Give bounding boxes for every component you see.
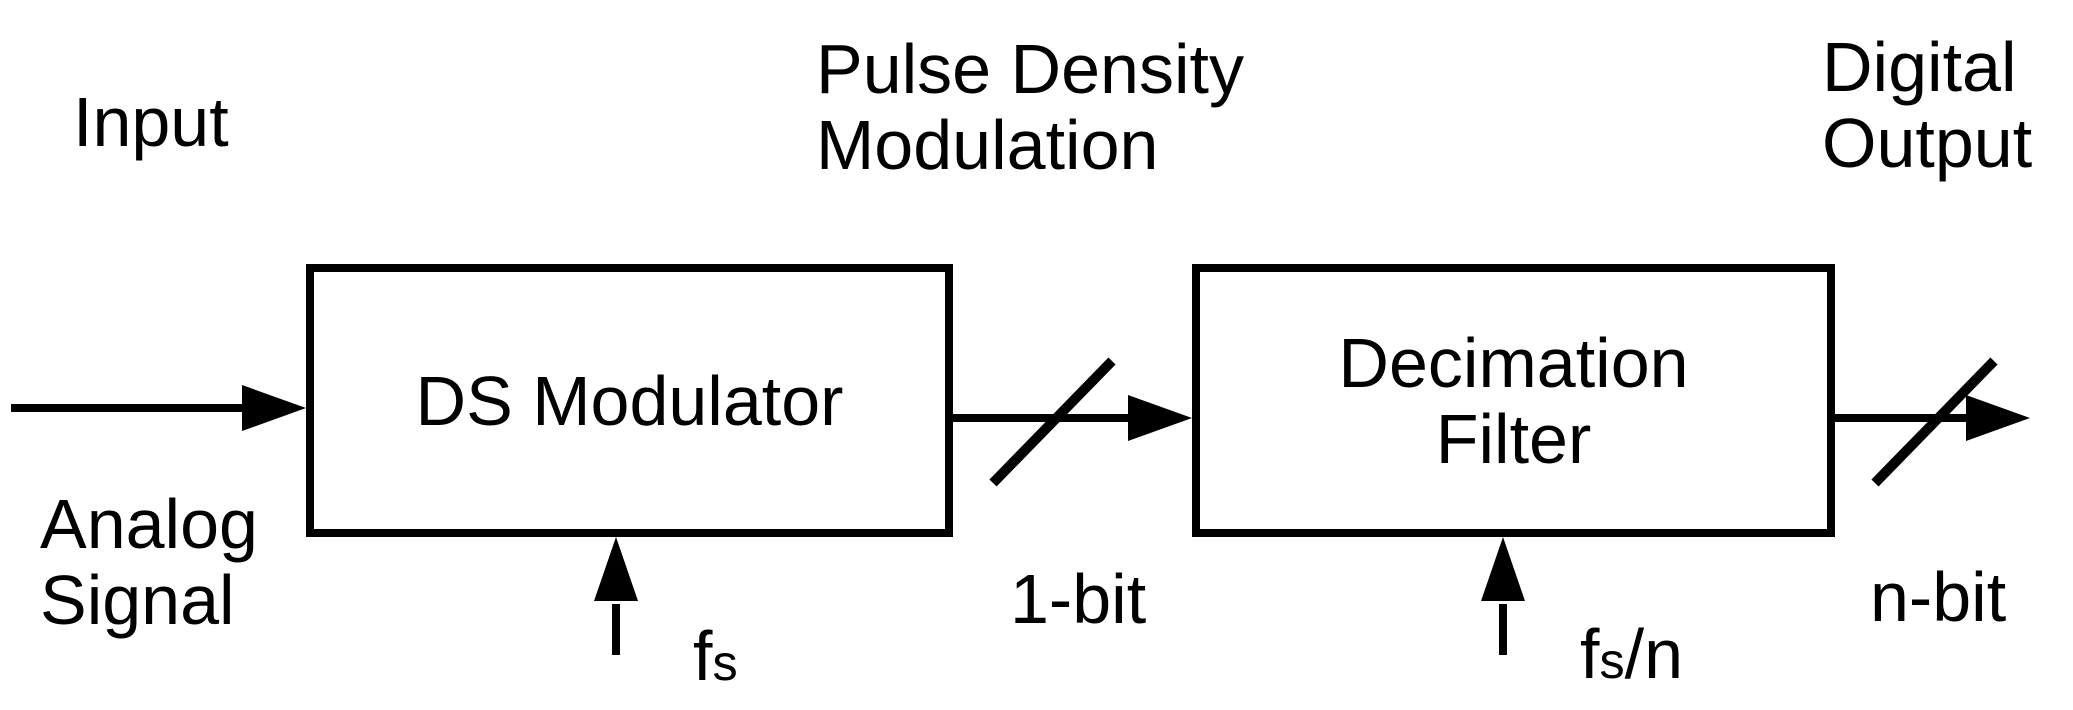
fs-label: fs: [693, 618, 738, 701]
fs-label-base: f: [693, 617, 713, 695]
ds-modulator-box: [306, 264, 953, 537]
one-bit-label: 1-bit: [1010, 560, 1147, 638]
analog-signal-label-line1: Analog: [40, 485, 258, 563]
fs-over-n-label: fs/n: [1580, 616, 1683, 699]
ds-modulator-label: DS Modulator: [306, 264, 953, 537]
decimation-filter-box: [1192, 264, 1835, 537]
output-arrowhead-icon: [1966, 395, 2030, 441]
pdm-arrowhead-icon: [1128, 395, 1192, 441]
n-bit-bus-slash-icon: [1871, 357, 1998, 487]
fsn-label-rest: /n: [1624, 615, 1684, 693]
fsn-clock-arrowhead-icon: [1481, 537, 1525, 601]
one-bit-bus-slash-icon: [989, 357, 1116, 487]
digital-output-label-line2: Output: [1822, 104, 2033, 182]
digital-output-label-line1: Digital: [1822, 28, 2017, 106]
input-arrowhead-icon: [242, 385, 306, 431]
pdm-label-line1: Pulse Density: [816, 30, 1244, 108]
fsn-label-base: f: [1580, 615, 1600, 693]
n-bit-label: n-bit: [1870, 558, 2007, 636]
ds-modulator-label-text: DS Modulator: [415, 361, 844, 440]
decimation-filter-label-line2: Filter: [1435, 399, 1592, 478]
pdm-label-line2: Modulation: [816, 106, 1159, 184]
fs-label-subscript: s: [712, 634, 738, 691]
decimation-filter-label-line1: Decimation: [1338, 323, 1689, 402]
input-label: Input: [73, 83, 229, 161]
analog-signal-label-line2: Signal: [40, 561, 235, 639]
fsn-label-subscript: s: [1599, 632, 1625, 689]
fs-clock-arrowhead-icon: [594, 537, 638, 601]
